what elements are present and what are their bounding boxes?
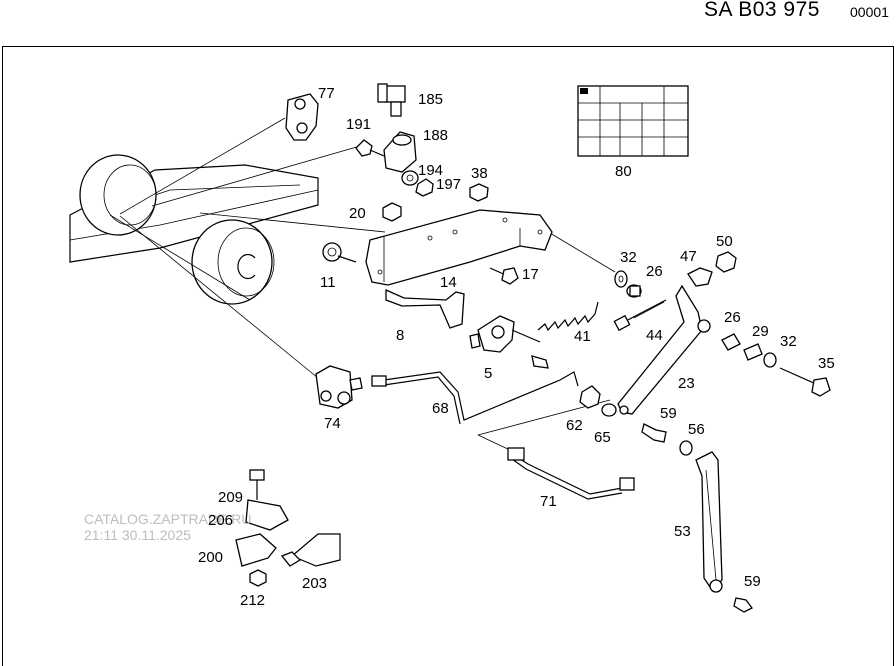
watermark-line-2: 21:11 30.11.2025	[84, 527, 191, 543]
callout-50: 50	[716, 233, 733, 250]
callout-197: 197	[436, 176, 461, 193]
callout-77: 77	[318, 85, 335, 102]
callout-17: 17	[522, 266, 539, 283]
callout-59-lower: 59	[744, 573, 761, 590]
part-5-valve	[469, 315, 541, 353]
callout-74: 74	[324, 415, 341, 432]
part-74-valve-block	[315, 365, 363, 409]
callout-194: 194	[418, 162, 443, 179]
part-11-bolt	[322, 242, 357, 263]
part-71-pipe	[507, 447, 635, 500]
callout-26-upper: 26	[646, 263, 663, 280]
callout-41: 41	[574, 328, 591, 345]
part-188-banjo	[383, 131, 417, 173]
callout-44: 44	[646, 327, 663, 344]
callout-80: 80	[615, 163, 632, 180]
part-17-bolt	[489, 267, 519, 285]
callout-200: 200	[198, 549, 223, 566]
diagram-frame	[2, 46, 894, 666]
small-hardware	[382, 170, 489, 222]
callout-209: 209	[218, 489, 243, 506]
part-191-bolt	[355, 139, 385, 157]
part-77-valve-block	[285, 93, 319, 141]
callout-5: 5	[484, 365, 492, 382]
callout-labels: 77 185 191 188 194 197 38 20 11 14 17 8 …	[198, 85, 835, 609]
callout-53: 53	[674, 523, 691, 540]
parts-diagram: CATALOG.ZAPTRADE.RU 21:11 30.11.2025 77 …	[69, 83, 835, 613]
document-code: SA B03 975	[704, 0, 820, 21]
part-47-50	[687, 251, 737, 287]
callout-188: 188	[423, 127, 448, 144]
callout-62: 62	[566, 417, 583, 434]
callout-14: 14	[440, 274, 457, 291]
callout-203: 203	[302, 575, 327, 592]
callout-47: 47	[680, 248, 697, 265]
callout-26-lower: 26	[724, 309, 741, 326]
part-44-bolt	[613, 299, 667, 332]
part-35-bolt-set	[721, 333, 831, 397]
callout-59-upper: 59	[660, 405, 677, 422]
part-23-lever	[617, 284, 711, 415]
part-8-bracket	[385, 288, 465, 329]
callout-71: 71	[540, 493, 557, 510]
callout-206: 206	[208, 512, 233, 529]
callout-65: 65	[594, 429, 611, 446]
part-14-bracket	[365, 209, 553, 286]
callout-212: 212	[240, 592, 265, 609]
part-59-56-fitting	[641, 423, 693, 456]
callout-32-upper: 32	[620, 249, 637, 266]
page-number: 00001	[850, 4, 889, 20]
part-32-26-washers	[614, 270, 642, 298]
part-41-spring	[537, 301, 599, 332]
part-80-label	[577, 85, 689, 157]
part-185-fitting	[377, 83, 406, 117]
callout-29: 29	[752, 323, 769, 340]
callout-23: 23	[678, 375, 695, 392]
callout-38: 38	[471, 165, 488, 182]
callout-32-lower: 32	[780, 333, 797, 350]
part-68-pipe	[371, 355, 579, 425]
callout-185: 185	[418, 91, 443, 108]
part-53-rod	[695, 451, 753, 613]
watermark-line-1: CATALOG.ZAPTRADE.RU	[84, 511, 252, 527]
part-62-65	[579, 385, 617, 417]
fastening-kit	[235, 469, 341, 587]
callout-11: 11	[320, 274, 336, 291]
callout-56: 56	[688, 421, 705, 438]
callout-8: 8	[396, 327, 404, 344]
chassis-sketch	[69, 154, 319, 305]
callout-20: 20	[349, 205, 366, 222]
callout-35: 35	[818, 355, 835, 372]
callout-191: 191	[346, 116, 371, 133]
callout-68: 68	[432, 400, 449, 417]
leader-lines	[119, 117, 616, 451]
